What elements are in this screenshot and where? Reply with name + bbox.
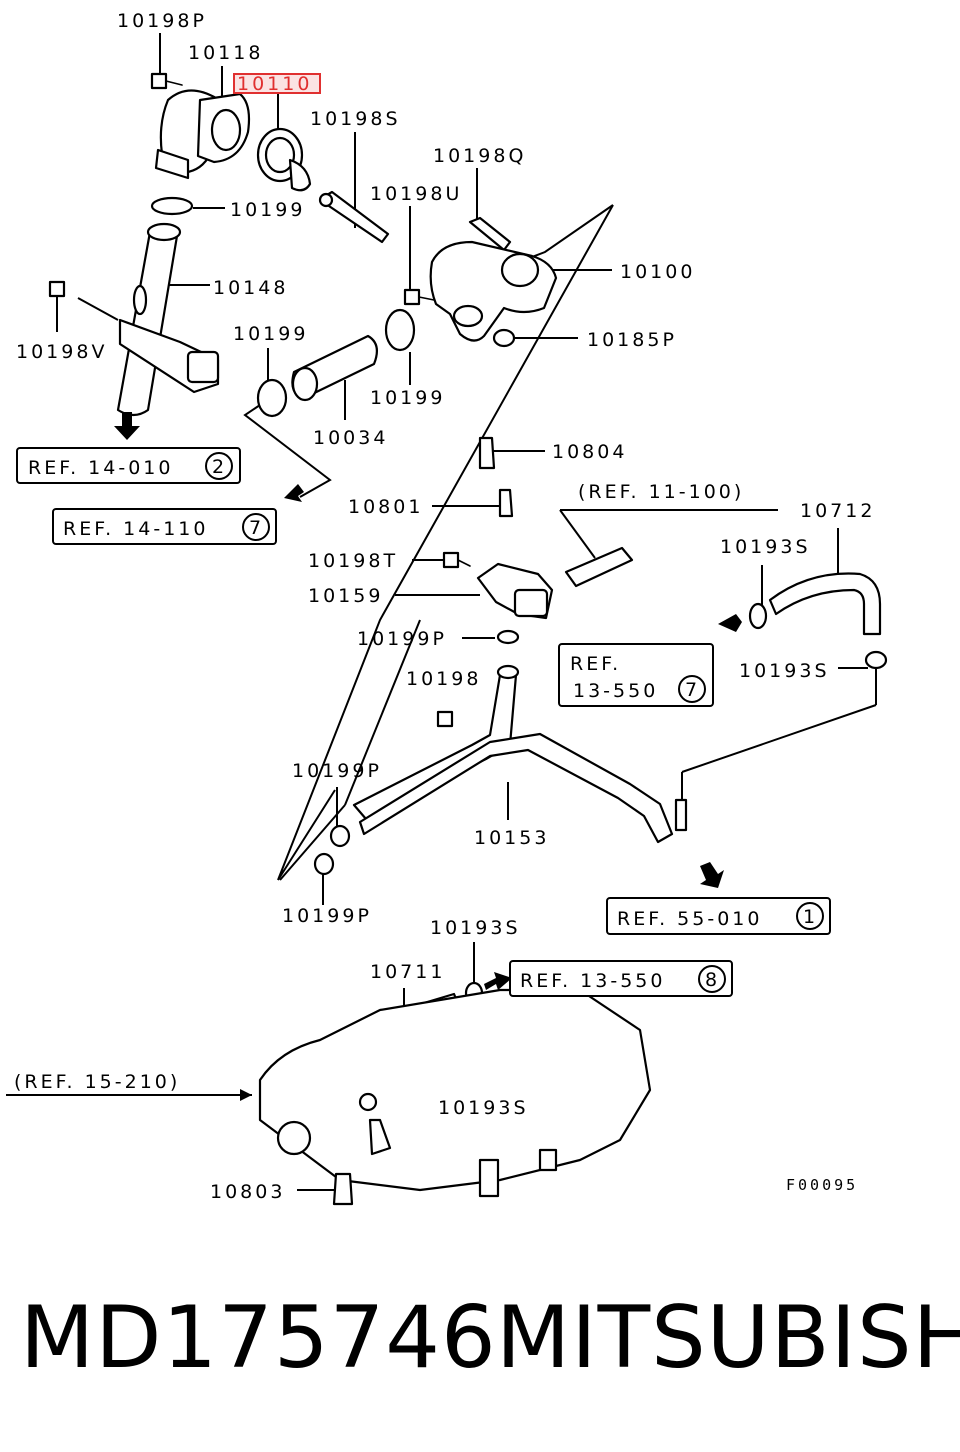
label-10199-a: 10199 bbox=[230, 199, 305, 221]
label-10198: 10198 bbox=[406, 668, 481, 690]
part-oring-10199-top bbox=[150, 196, 194, 216]
ref-text-11-100: (REF. 11-100) bbox=[578, 481, 744, 503]
part-hose-10712 bbox=[768, 572, 882, 636]
ref-box-14-110: REF. 14-110 7 bbox=[52, 508, 277, 545]
ref-text-13-550-b: REF. 13-550 bbox=[520, 970, 665, 992]
figure-code: F00095 bbox=[786, 1176, 858, 1194]
ref-num-55-010: 1 bbox=[803, 906, 818, 928]
label-10148: 10148 bbox=[213, 277, 288, 299]
label-10193S-c: 10193S bbox=[430, 917, 521, 939]
part-bolt-10198U bbox=[403, 288, 435, 306]
part-oring-10199P-b bbox=[329, 824, 351, 848]
ref-text-13-550-a-line2: 13-550 bbox=[573, 680, 658, 702]
label-10199-c: 10199 bbox=[370, 387, 445, 409]
ref-box-14-010: REF. 14-010 2 bbox=[16, 447, 241, 484]
direction-arrows bbox=[114, 412, 742, 1101]
label-10193S-d: 10193S bbox=[438, 1097, 529, 1119]
part-labels: 10198P 10118 10110 10198S 10198Q 10198U … bbox=[16, 10, 875, 1203]
label-10118: 10118 bbox=[188, 42, 263, 64]
part-bolt-10198P bbox=[150, 72, 183, 90]
label-10198U: 10198U bbox=[370, 183, 462, 205]
ref-num-13-550-a: 7 bbox=[685, 679, 700, 701]
part-plug-10185P bbox=[492, 328, 516, 348]
caption-part-number: MD175746 bbox=[20, 1288, 497, 1388]
part-manifold bbox=[258, 988, 652, 1198]
ref-num-14-110: 7 bbox=[249, 517, 264, 539]
label-10801: 10801 bbox=[348, 496, 423, 518]
part-cap-reference bbox=[564, 546, 634, 588]
part-housing-10100 bbox=[429, 240, 558, 342]
ref-text-13-550-a-line1: REF. bbox=[570, 653, 621, 675]
label-10193S-b: 10193S bbox=[739, 660, 830, 682]
label-10198Q: 10198Q bbox=[433, 145, 526, 167]
ref-text-14-010: REF. 14-010 bbox=[28, 457, 173, 479]
label-10198P: 10198P bbox=[117, 10, 207, 32]
ref-num-14-010: 2 bbox=[212, 456, 227, 478]
label-10198V: 10198V bbox=[16, 341, 107, 363]
label-10159: 10159 bbox=[308, 585, 383, 607]
part-oring-10199-mid bbox=[384, 308, 416, 352]
part-sensor-10801 bbox=[498, 488, 514, 518]
label-10185P: 10185P bbox=[587, 329, 677, 351]
label-10198T: 10198T bbox=[308, 550, 398, 572]
part-clamp-10193S-b bbox=[864, 650, 888, 670]
label-10711: 10711 bbox=[370, 961, 445, 983]
part-bolt-10198Q bbox=[468, 216, 512, 252]
label-10199P-c: 10199P bbox=[282, 905, 372, 927]
ref-box-55-010: REF. 55-010 1 bbox=[606, 897, 831, 935]
label-10199P-a: 10199P bbox=[357, 628, 447, 650]
part-bolt-10198T bbox=[442, 551, 471, 569]
label-10804: 10804 bbox=[552, 441, 627, 463]
label-10803: 10803 bbox=[210, 1181, 285, 1203]
ref-text-14-110: REF. 14-110 bbox=[63, 518, 208, 540]
part-oring-10199P-a bbox=[496, 629, 520, 645]
part-oring-10199-low bbox=[256, 378, 288, 418]
part-clamp-10193S-d bbox=[358, 1092, 378, 1112]
ref-num-13-550-b: 8 bbox=[705, 969, 720, 991]
part-housing-10159 bbox=[476, 562, 554, 620]
label-10712: 10712 bbox=[800, 500, 875, 522]
part-sensor-10804 bbox=[478, 436, 496, 470]
part-sensor-10803 bbox=[332, 1172, 354, 1206]
label-10153: 10153 bbox=[474, 827, 549, 849]
ref-text-55-010: REF. 55-010 bbox=[617, 908, 762, 930]
caption-brand: MITSUBISHI bbox=[496, 1288, 960, 1388]
leader-lines bbox=[6, 33, 877, 1191]
label-10198S: 10198S bbox=[310, 108, 401, 130]
part-bolt-10198 bbox=[436, 710, 454, 728]
label-10100: 10100 bbox=[620, 261, 695, 283]
part-thermostat-10110 bbox=[256, 127, 312, 192]
label-10199-b: 10199 bbox=[233, 323, 308, 345]
part-oring-10199P-c bbox=[313, 852, 335, 876]
part-clamp-10193S-a bbox=[748, 602, 768, 630]
highlight-box-10110 bbox=[233, 73, 321, 94]
label-10199P-b: 10199P bbox=[292, 760, 382, 782]
part-elbow-10118 bbox=[154, 89, 251, 180]
ref-box-13-550-b: REF. 13-550 8 bbox=[509, 960, 733, 997]
ref-text-15-210: (REF. 15-210) bbox=[14, 1071, 180, 1093]
label-10110-highlighted: 10110 bbox=[237, 73, 312, 95]
part-pipe-10153 bbox=[352, 664, 688, 844]
part-bolt-10198S bbox=[318, 190, 390, 244]
label-10034: 10034 bbox=[313, 427, 388, 449]
label-10193S-a: 10193S bbox=[720, 536, 811, 558]
ref-box-13-550-a: REF. 13-550 7 bbox=[558, 643, 714, 707]
part-bolt-10198V bbox=[48, 280, 66, 298]
part-pipe-10034 bbox=[291, 334, 379, 402]
part-pipe-10148 bbox=[116, 222, 220, 417]
